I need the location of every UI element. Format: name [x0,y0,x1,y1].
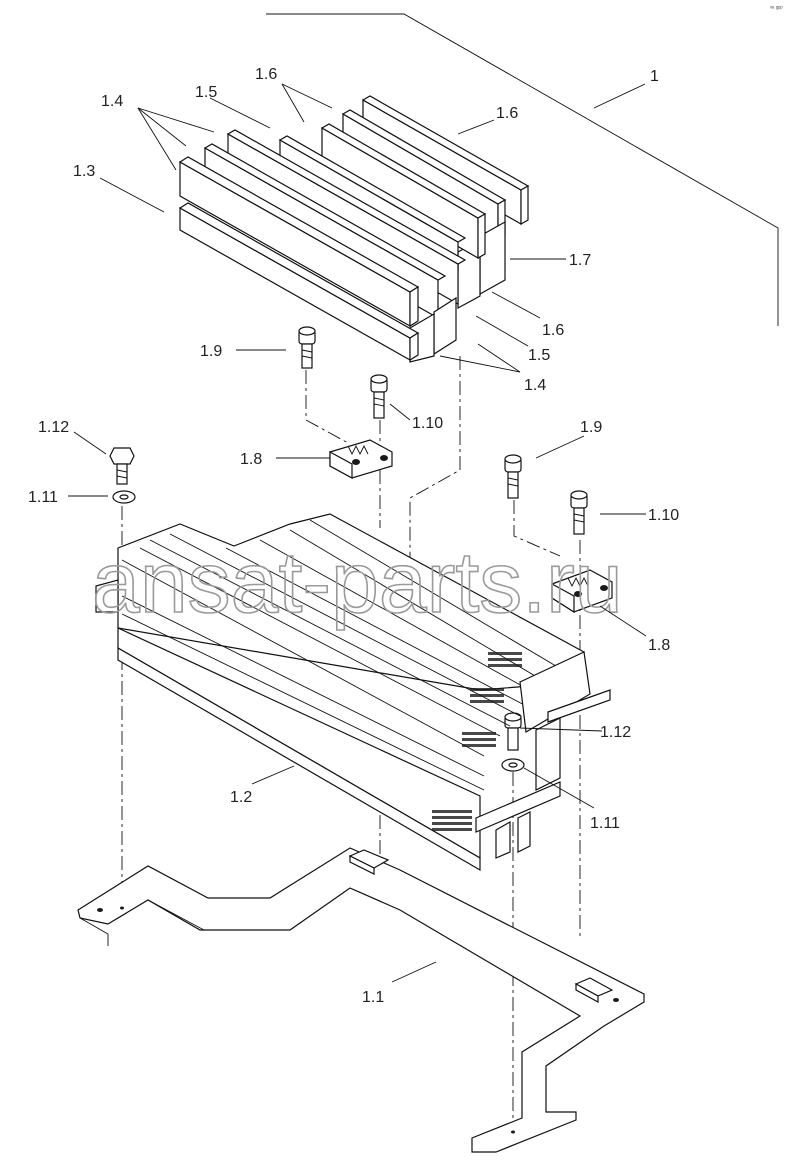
callout-1-3: 1.3 [73,163,95,180]
callout-1-6-right: 1.6 [496,105,518,122]
housing-1-2 [95,513,611,872]
screw-1-12-left [109,447,135,485]
alignment-line-screw-1-9-left [305,370,351,445]
callout-labels: 1 1.6 1.4 1.5 1.6 1.3 1.7 1.6 1.5 1.4 1.… [28,66,679,1006]
assembly-bracket-line [266,13,779,326]
bar-1-7 [457,220,506,310]
callout-1-4-bottom: 1.4 [524,377,546,394]
bar-stack [178,95,530,363]
base-plate-1-1 [77,847,645,1153]
screw-1-9-left [298,326,316,369]
watermark: ansat-parts.ru [92,535,623,631]
bar-1-4-front [178,156,420,328]
callout-1-11-right: 1.11 [590,815,620,832]
callout-1-5-bottom: 1.5 [528,347,550,364]
callout-1-4-top: 1.4 [101,93,123,110]
callout-1-12-right: 1.12 [600,724,631,741]
bar-1-4-lower [409,296,457,363]
callout-1-11-left: 1.11 [28,489,58,506]
screw-1-10-left [370,374,388,419]
callout-1-7: 1.7 [569,252,591,269]
connector-pins [432,652,522,831]
callout-1-8-right: 1.8 [648,637,670,654]
washer-1-11-right [501,758,525,772]
callout-1-2: 1.2 [230,789,252,806]
callout-1-6-bottom: 1.6 [542,322,564,339]
bar-1-3 [178,202,420,362]
callout-1-9-left: 1.9 [200,343,222,360]
callout-1-5-top: 1.5 [195,84,217,101]
callout-1-8-left: 1.8 [240,451,262,468]
screw-1-9-right [504,454,522,499]
leader-lines [68,83,647,983]
callout-1-10-left: 1.10 [412,415,443,432]
corner-code: ᵛᵃ ᵍᵖᵖ [769,6,783,12]
callout-1-1: 1.1 [362,989,384,1006]
callout-1: 1 [650,68,659,85]
screw-1-12-right [504,712,522,751]
callout-1-6-top: 1.6 [255,66,277,83]
clamp-1-8-right [551,569,613,614]
clamp-1-8-left [329,439,393,480]
alignment-line-screw-1-9-right [513,500,561,557]
screw-1-10-right [570,490,588,535]
callout-1-12-left: 1.12 [38,419,69,436]
washer-1-11-left [112,490,136,504]
callout-1-9-right: 1.9 [580,419,602,436]
callout-1-10-right: 1.10 [648,507,679,524]
